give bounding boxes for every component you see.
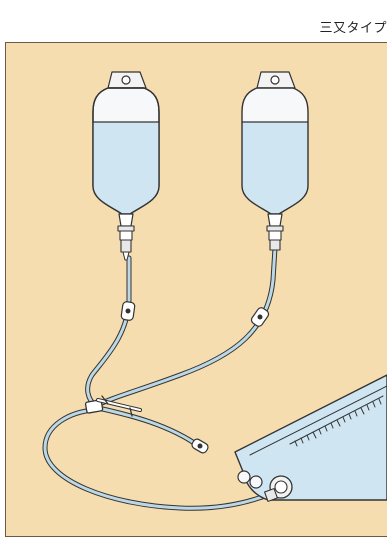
volume-scale [289,395,384,447]
collection-bag [234,374,387,502]
tube-clamp-right [250,307,270,327]
iv-bag-left [92,71,160,261]
branch-stopper [96,395,209,454]
tubing [42,245,278,511]
iv-bag-right [241,71,309,251]
type-caption: 三又タイプ [319,21,387,36]
tube-clamp-left [120,301,136,321]
three-way-connector [84,399,104,414]
